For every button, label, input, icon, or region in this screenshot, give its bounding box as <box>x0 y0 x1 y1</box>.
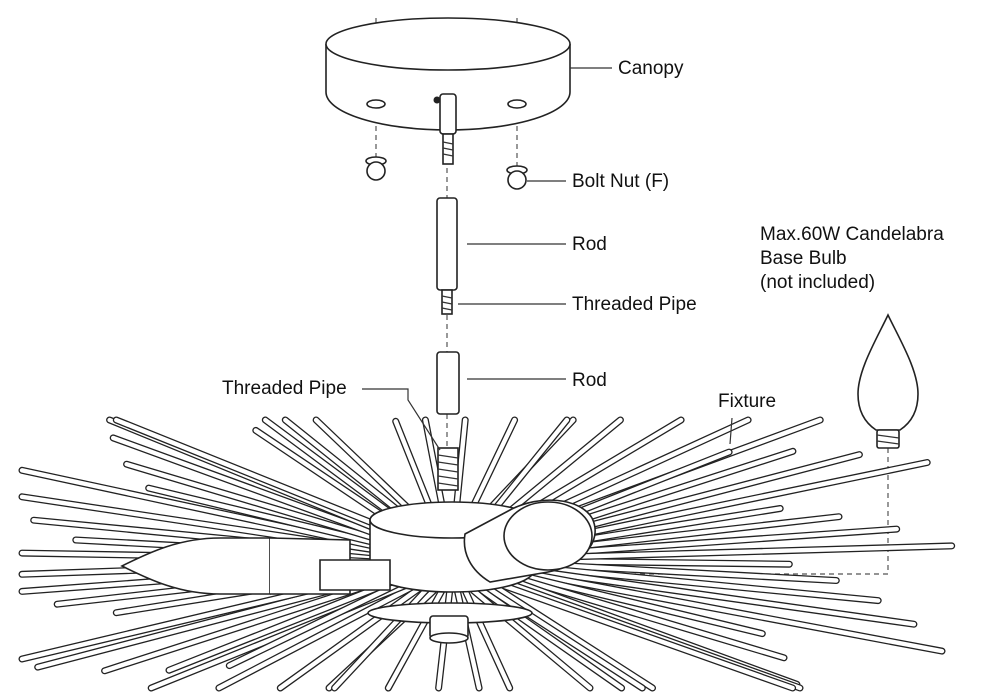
rod-upper-label: Rod <box>572 234 607 255</box>
fixture-spike-fill <box>526 567 917 627</box>
fixture-spike-fill <box>492 584 655 691</box>
fixture-spike-fill <box>227 581 401 668</box>
rod-lower-part <box>436 351 460 415</box>
fixture-spike-fill <box>216 585 414 691</box>
threaded-pipe-upper-label: Threaded Pipe <box>572 294 697 315</box>
fixture-spike-fill <box>499 582 795 691</box>
fixture-label: Fixture <box>718 391 777 412</box>
fixture-spike-fill <box>485 586 645 691</box>
candelabra-bulb-part <box>857 313 919 449</box>
bulb-label-line-3: (not included) <box>760 272 876 293</box>
bolt-nut-left <box>365 156 387 181</box>
bolt-nut-label: Bolt Nut (F) <box>572 171 670 192</box>
fixture-spike-fill <box>110 435 394 542</box>
fixture-spike-fill <box>515 576 787 660</box>
bulb-label-line-1: Max.60W Candelabra <box>760 224 944 245</box>
bulb-label-line-2: Base Bulb <box>760 248 847 269</box>
fixture-part <box>18 416 956 692</box>
fixture-spike-fill <box>523 570 945 654</box>
fixture-spike-fill <box>146 485 384 547</box>
fixture-spike-fill <box>529 526 899 557</box>
bolt-nut-right <box>506 165 528 190</box>
fixture-spike-fill <box>530 543 954 561</box>
leader-lines <box>362 67 733 451</box>
rod-lower-label: Rod <box>572 370 607 391</box>
fixture-spike-fill <box>114 417 405 538</box>
fixture-spike-fill <box>166 579 396 673</box>
canopy-label: Canopy <box>618 58 684 79</box>
fixture-spike-fill <box>520 573 765 636</box>
fixture-spike-fill <box>124 462 389 544</box>
fixture-spike-fill <box>530 561 839 583</box>
canopy-part <box>325 17 571 165</box>
fixture-spike-fill <box>19 468 381 550</box>
threaded-pipe-lower-label: Threaded Pipe <box>222 378 347 399</box>
fixture-spike-fill <box>528 564 881 603</box>
rod-upper-part <box>436 197 458 315</box>
